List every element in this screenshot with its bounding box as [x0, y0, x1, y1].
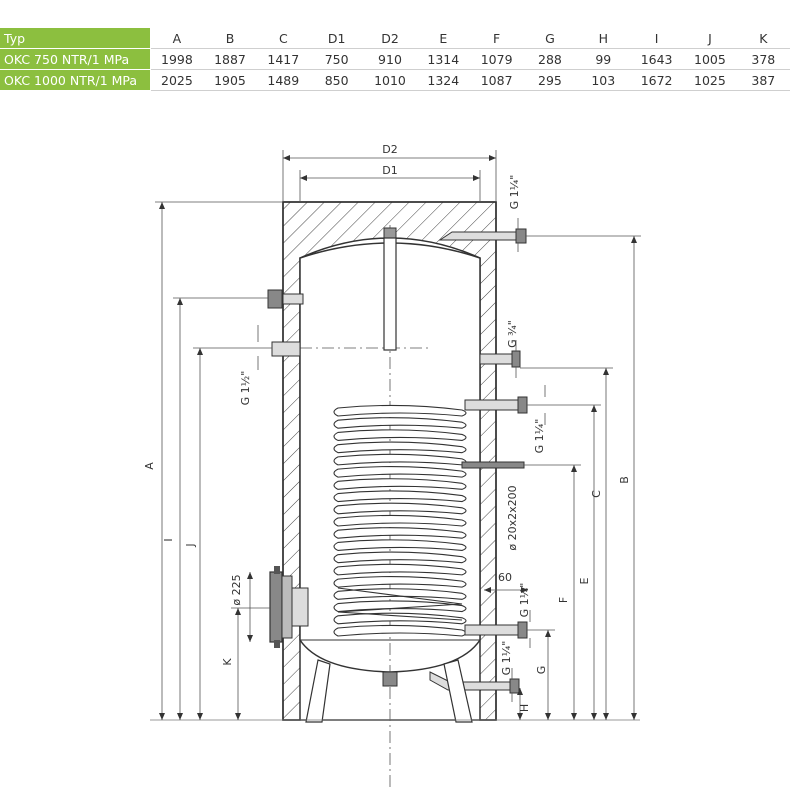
- label-heater-port: G 1½": [239, 371, 252, 406]
- table-cell: 1672: [629, 69, 684, 91]
- coil-return-line: [337, 587, 463, 621]
- dim-c-label: C: [590, 490, 603, 498]
- label-bottom-inlet: G 1¼": [500, 641, 513, 676]
- model-label: OKC 750 NTR/1 MPa: [0, 48, 151, 70]
- table-cell: 1489: [256, 69, 310, 91]
- col-header-g: G: [523, 28, 577, 49]
- spec-table: Typ A B C D1 D2 E F G H I J K OKC 750 NT…: [0, 28, 790, 91]
- label-coil-tube: ø 20x2x200: [506, 485, 519, 550]
- table-cell: 1643: [629, 48, 684, 70]
- coil-turn: [333, 441, 467, 454]
- table-cell: 850: [309, 69, 364, 91]
- table-cell: 288: [523, 48, 577, 70]
- coil-turn: [333, 417, 467, 429]
- label-flange: ø 225: [230, 574, 243, 605]
- table-cell: 2025: [150, 69, 204, 91]
- coil-turn: [333, 600, 467, 613]
- coil-turn: [333, 465, 467, 478]
- label-coil-outlet: G 1¼": [518, 583, 531, 618]
- coil-turn: [333, 478, 467, 490]
- col-header-c: C: [256, 28, 310, 49]
- col-header-j: J: [683, 28, 737, 49]
- col-header-e: E: [416, 28, 470, 49]
- table-cell: 387: [736, 69, 790, 91]
- table-cell: 99: [576, 48, 630, 70]
- table-cell: 1079: [469, 48, 524, 70]
- dim-k-label: K: [221, 658, 234, 666]
- coil-turn: [333, 551, 467, 564]
- dimension-labels: D2 D1 A I J K B C E F G H G 1¼" G ¾" G 1…: [143, 143, 631, 712]
- table-cell: 295: [523, 69, 577, 91]
- coil-turn: [333, 429, 467, 442]
- coil-turn: [333, 502, 467, 515]
- table-cell: 103: [576, 69, 630, 91]
- table-cell: 750: [309, 48, 364, 70]
- col-header-h: H: [576, 28, 630, 49]
- inspection-flange: [269, 566, 309, 648]
- thermometer-port: [267, 289, 304, 309]
- bottom-drain: [382, 671, 398, 687]
- col-header-b: B: [203, 28, 257, 49]
- dim-f-label: F: [557, 597, 570, 603]
- table-cell: 1010: [363, 69, 417, 91]
- coil-turn: [333, 563, 467, 576]
- col-header-k: K: [736, 28, 790, 49]
- coil-turn: [333, 514, 467, 527]
- coil-turn: [333, 624, 467, 637]
- table-cell: 1005: [683, 48, 737, 70]
- table-row-okc750: OKC 750 NTR/1 MPa 1998 1887 1417 750 910…: [0, 48, 790, 70]
- anode-rod: [383, 227, 397, 351]
- dimension-lines: [155, 150, 641, 720]
- table-row-okc1000: OKC 1000 NTR/1 MPa 2025 1905 1489 850 10…: [0, 69, 790, 91]
- table-cell: 378: [736, 48, 790, 70]
- coil-turn: [333, 575, 467, 588]
- coil-turn: [333, 404, 467, 417]
- dim-i-label: I: [162, 538, 175, 541]
- col-header-a: A: [150, 28, 204, 49]
- table-cell: 1087: [469, 69, 524, 91]
- coil-turn: [333, 527, 467, 539]
- coil-turn: [333, 539, 467, 552]
- table-cell: 1905: [203, 69, 257, 91]
- dim-h-label: H: [518, 704, 531, 712]
- support-legs: [150, 659, 640, 723]
- coil-turn: [333, 612, 467, 625]
- col-header-d2: D2: [363, 28, 417, 49]
- heater-port-pipe: [271, 341, 301, 357]
- col-header-typ: Typ: [0, 28, 151, 49]
- table-cell: 910: [363, 48, 417, 70]
- model-label: OKC 1000 NTR/1 MPa: [0, 69, 151, 91]
- top-outlet-pipe: [438, 228, 527, 244]
- dim-d2-label: D2: [382, 143, 397, 156]
- table-cell: 1998: [150, 48, 204, 70]
- dim-b-label: B: [618, 476, 631, 484]
- dim-d1-label: D1: [382, 164, 397, 177]
- table-header-row: Typ A B C D1 D2 E F G H I J K: [0, 28, 790, 49]
- col-header-i: I: [629, 28, 684, 49]
- heat-exchanger-coil: [333, 404, 467, 637]
- dim-j-label: J: [184, 543, 197, 547]
- table-cell: 1025: [683, 69, 737, 91]
- col-header-d1: D1: [309, 28, 364, 49]
- table-cell: 1324: [416, 69, 470, 91]
- table-cell: 1417: [256, 48, 310, 70]
- col-header-f: F: [469, 28, 524, 49]
- label-circulation: G ¾": [506, 320, 519, 348]
- label-coil-offset: 60: [498, 571, 512, 584]
- label-coil-inlet: G 1¼": [533, 419, 546, 454]
- coil-turn: [333, 490, 467, 503]
- dim-a-label: A: [143, 462, 156, 470]
- table-cell: 1887: [203, 48, 257, 70]
- dim-e-label: E: [578, 577, 591, 584]
- label-top-outlet: G 1¼": [508, 175, 521, 210]
- table-cell: 1314: [416, 48, 470, 70]
- sensor-sleeve: [461, 461, 525, 469]
- dim-g-label: G: [535, 666, 548, 675]
